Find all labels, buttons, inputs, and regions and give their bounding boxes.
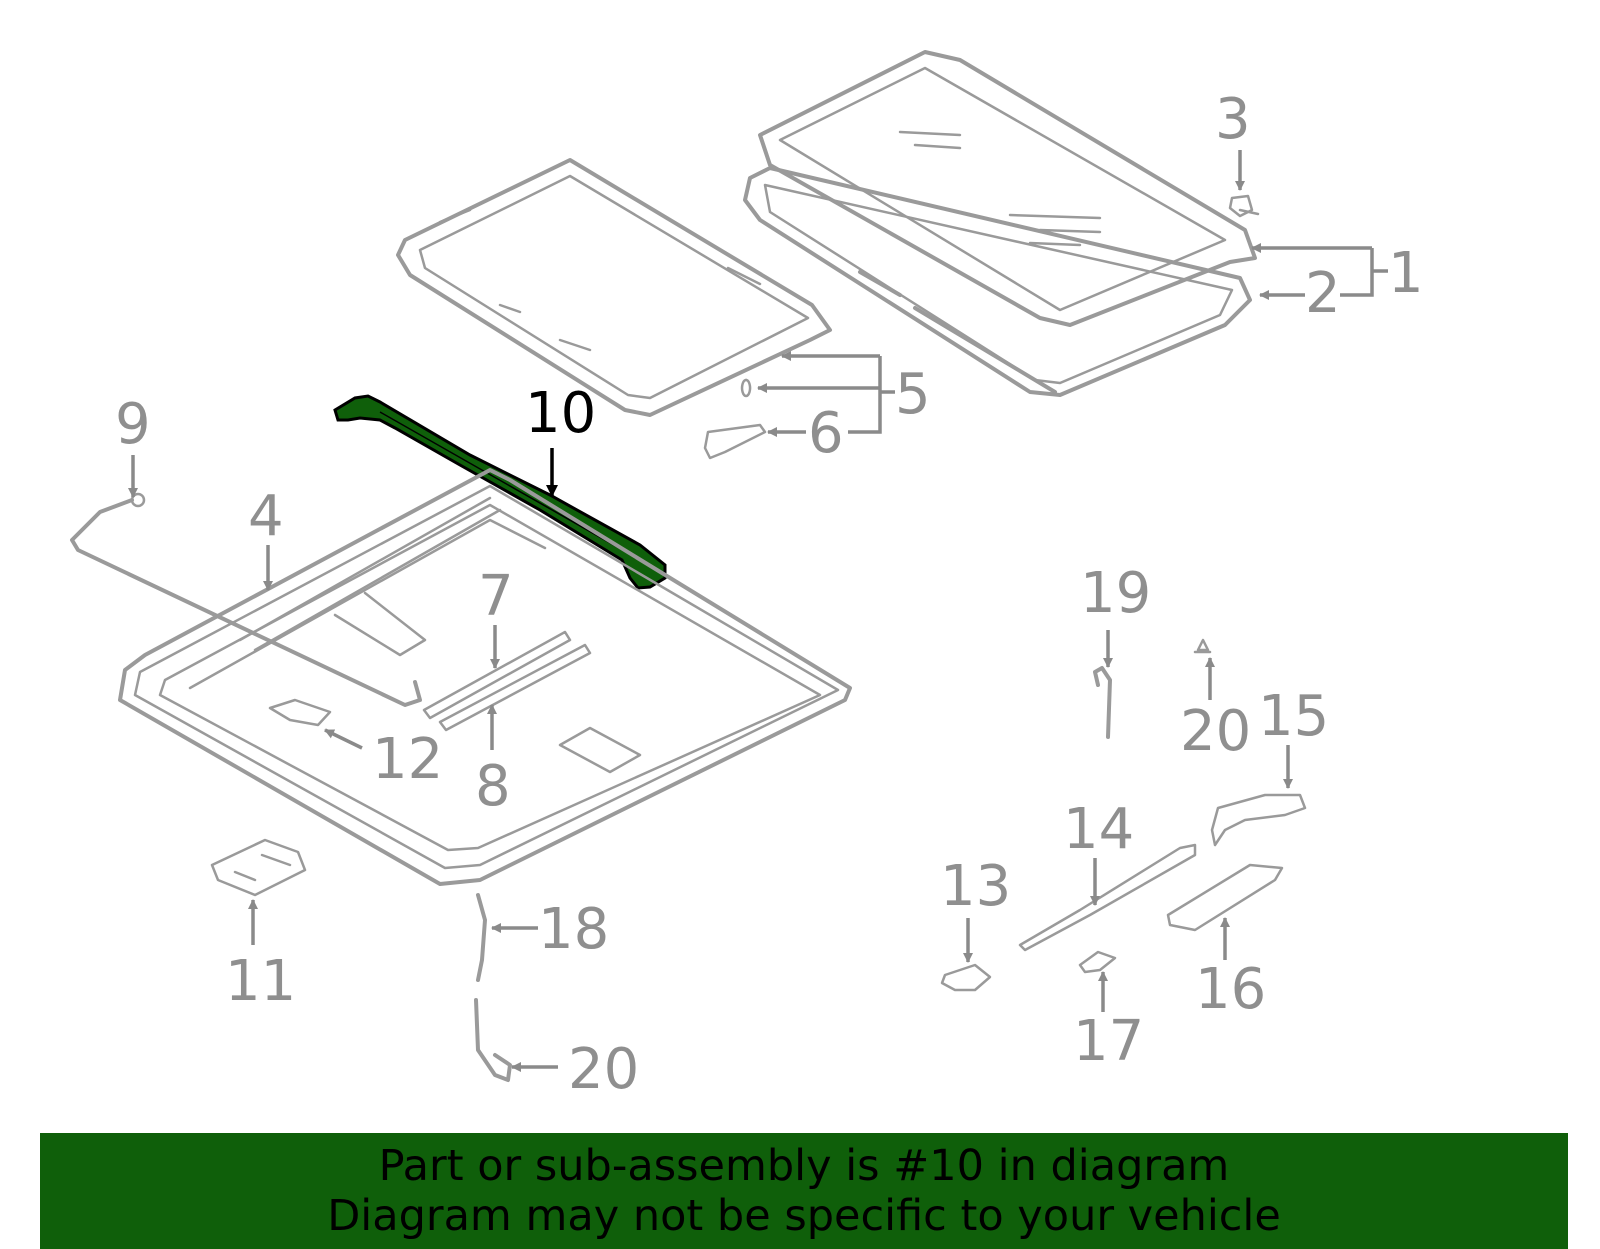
callout-8: 8 xyxy=(475,754,511,819)
part-motor xyxy=(210,838,307,897)
callout-3: 3 xyxy=(1215,87,1251,152)
callout-4: 4 xyxy=(248,484,284,549)
part-frame xyxy=(118,468,852,886)
callout-20-left: 20 xyxy=(568,1037,639,1102)
callout-13: 13 xyxy=(940,854,1011,919)
banner-line-part-number: Part or sub-assembly is #10 in diagram xyxy=(378,1141,1230,1191)
callout-15: 15 xyxy=(1258,684,1329,749)
callout-14: 14 xyxy=(1063,797,1134,862)
part-pad xyxy=(268,698,332,727)
callout-9: 9 xyxy=(115,392,151,457)
part-handle xyxy=(703,423,767,460)
part-sunshade-panel xyxy=(396,158,832,417)
callout-6: 6 xyxy=(808,401,844,466)
callout-20-right: 20 xyxy=(1180,699,1251,764)
part-hose xyxy=(1093,666,1112,739)
part-glass-panel xyxy=(743,50,1257,397)
callout-12: 12 xyxy=(372,727,443,792)
callout-7: 7 xyxy=(478,564,514,629)
leader-12 xyxy=(324,728,363,750)
callout-19: 19 xyxy=(1080,561,1151,626)
callout-5: 5 xyxy=(895,362,931,427)
part-clip-right xyxy=(1193,638,1212,654)
part-clip xyxy=(740,378,752,398)
callout-10: 10 xyxy=(525,381,596,446)
leader-1-bracket xyxy=(1340,248,1388,297)
callout-17: 17 xyxy=(1073,1009,1144,1074)
leader-5-bracket xyxy=(848,356,895,434)
callout-16: 16 xyxy=(1195,957,1266,1022)
callout-2: 2 xyxy=(1305,261,1341,326)
part-bolt xyxy=(1228,194,1260,218)
sunroof-parts-diagram: 3 1 2 5 6 10 9 4 7 12 8 11 18 20 19 20 1… xyxy=(70,50,1424,1102)
callout-18: 18 xyxy=(538,897,609,962)
callout-1: 1 xyxy=(1388,241,1424,306)
info-banner: Part or sub-assembly is #10 in diagram D… xyxy=(40,1133,1568,1249)
part-guide-rails xyxy=(422,630,592,732)
callout-11: 11 xyxy=(225,949,296,1014)
banner-line-disclaimer: Diagram may not be specific to your vehi… xyxy=(327,1191,1281,1241)
part-drain-tube-rear xyxy=(474,893,512,1082)
